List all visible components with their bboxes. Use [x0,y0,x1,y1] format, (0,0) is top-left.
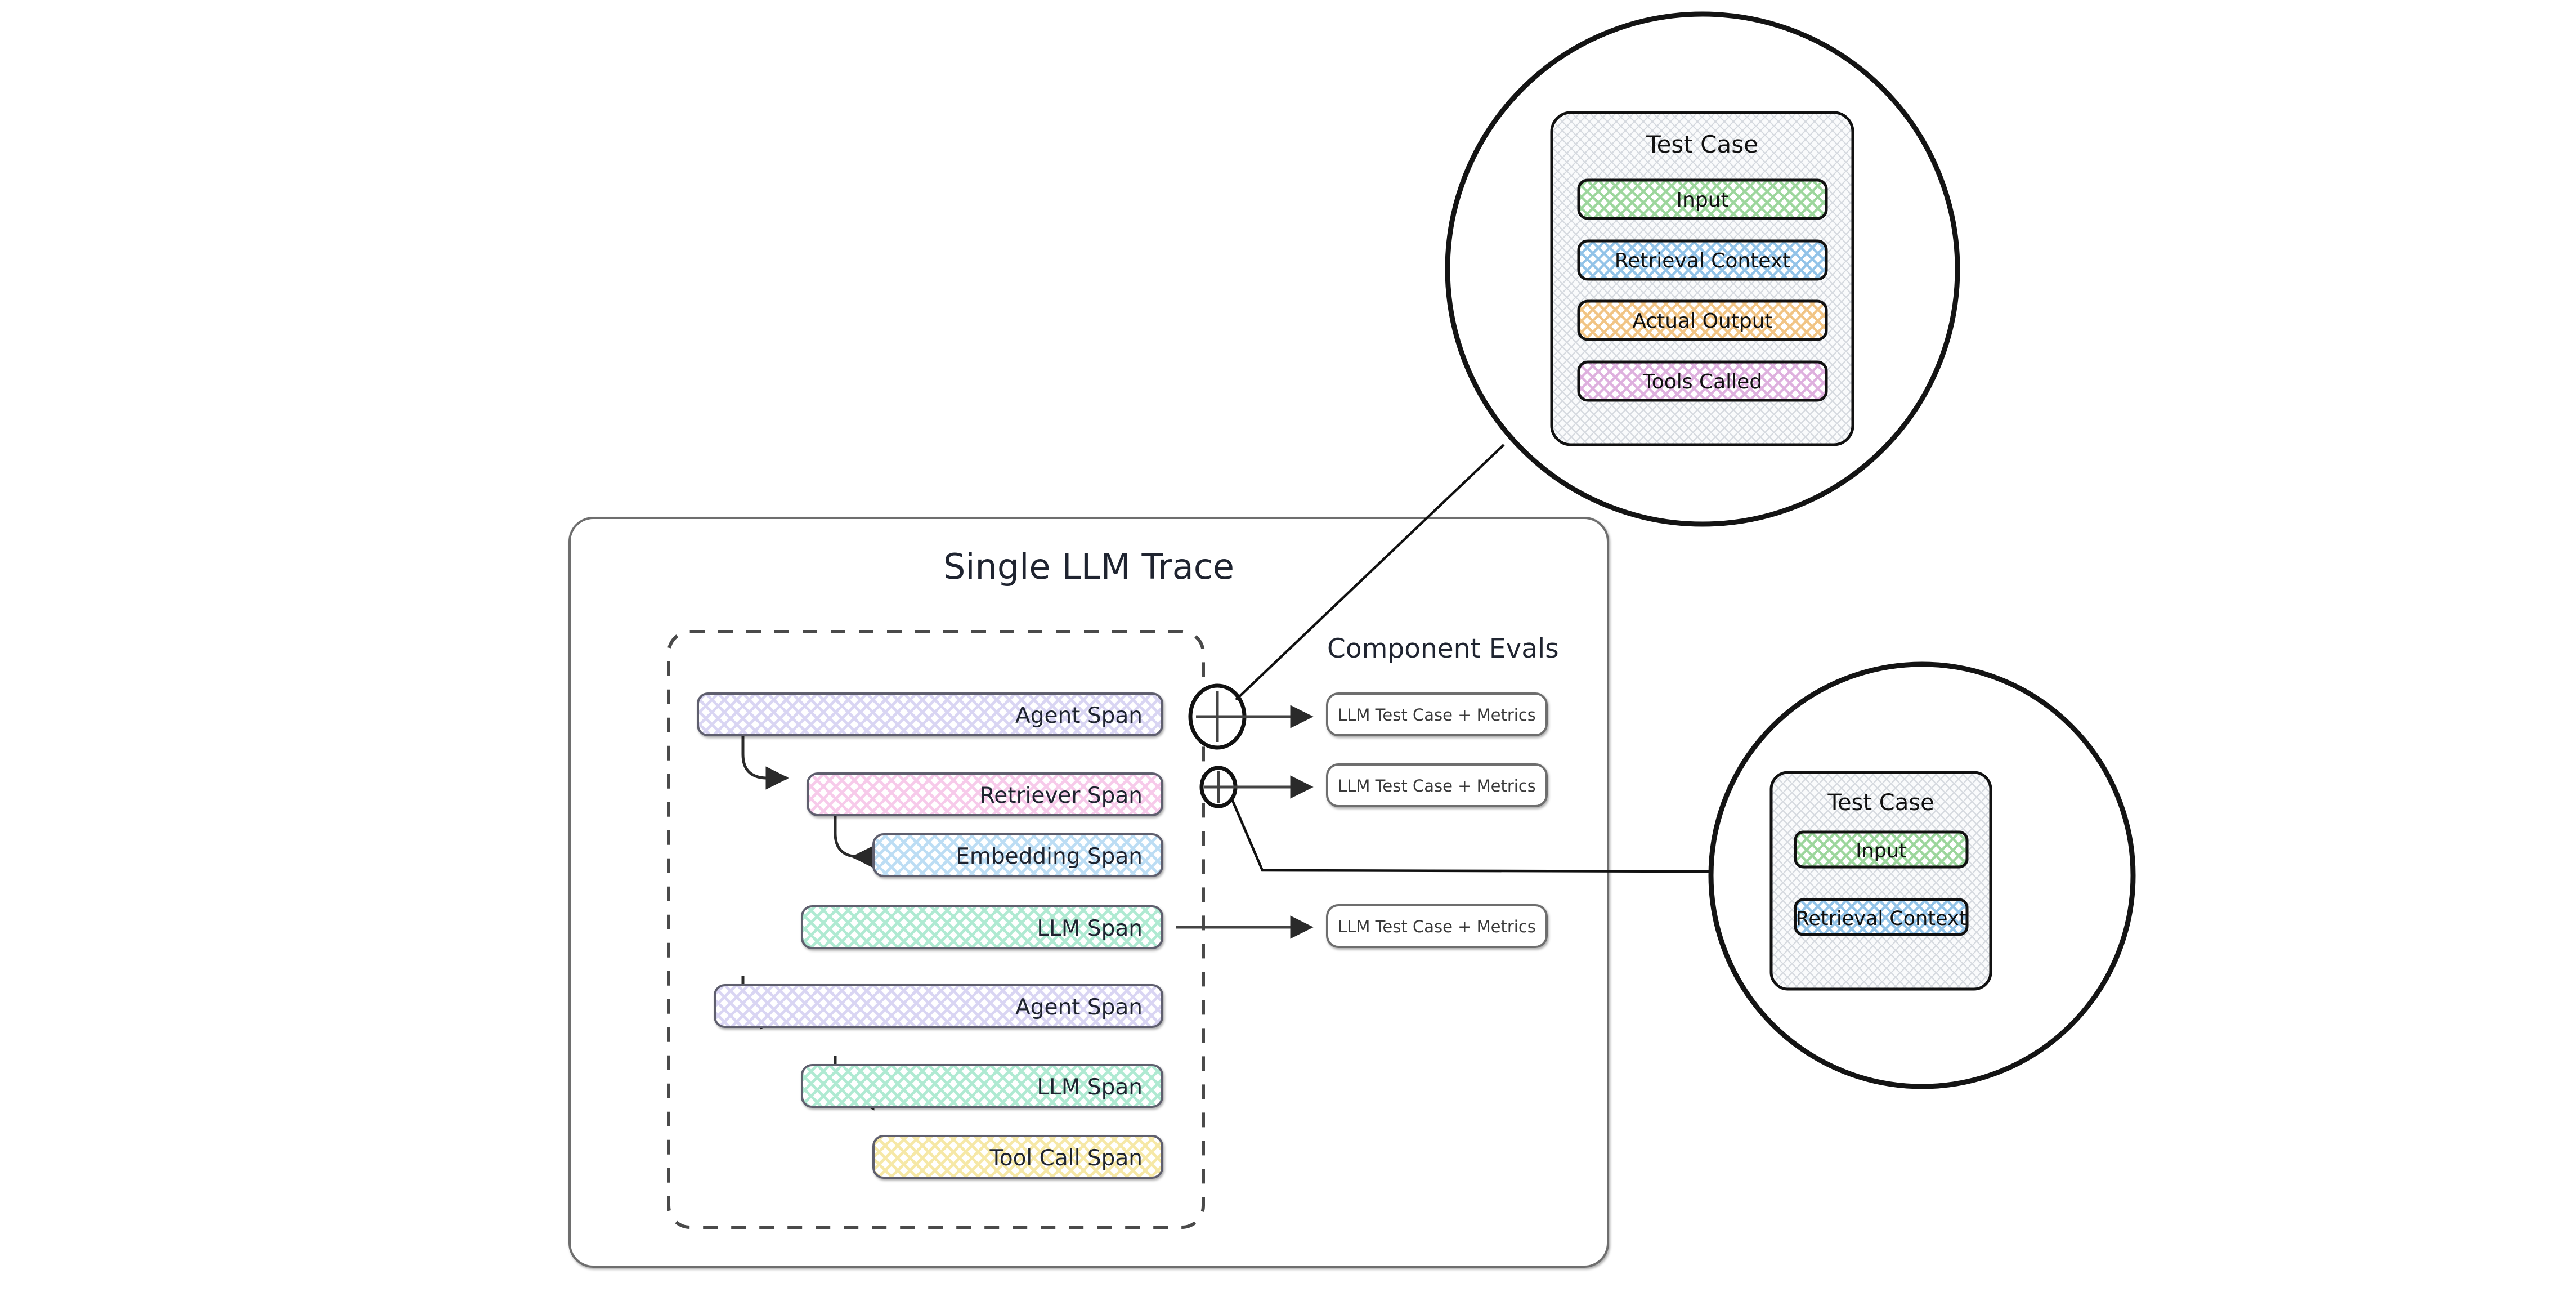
magnifier-bottom-field-input[interactable] [1794,830,1969,869]
span-bar-agent-1[interactable] [697,692,1163,736]
magnifier-top-field-retrieval-context[interactable] [1577,239,1828,281]
span-bar-embedding[interactable] [872,833,1163,877]
arrow-agent-to-retriever [741,735,789,790]
eval-box-1[interactable] [1326,692,1548,736]
magnifier-top-field-input[interactable] [1577,178,1828,220]
component-evals-title: Component Evals [1327,633,1559,664]
span-label-llm-1: LLM Span [1037,916,1143,941]
span-label-agent-1: Agent Span [1015,703,1143,728]
span-label-retriever: Retriever Span [979,783,1143,808]
magnifier-bottom-field-retrieval-context[interactable] [1794,898,1969,936]
eval-label-1: LLM Test Case + Metrics [1338,705,1536,725]
page-title: Single LLM Trace [943,546,1235,587]
span-label-tool-call: Tool Call Span [989,1146,1143,1171]
magnifier-leader-bottom [1230,799,1713,873]
span-label-llm-2: LLM Span [1037,1075,1143,1100]
magnifier-top-card-title: Test Case [1646,131,1758,158]
magnifier-top-label-retrieval-context: Retrieval Context [1614,249,1791,272]
eval-label-3: LLM Test Case + Metrics [1338,917,1536,936]
magnifier-top-field-actual-output[interactable] [1577,299,1828,341]
magnifier-bottom-label-retrieval-context: Retrieval Context [1795,907,1967,930]
magnifier-top-label-input: Input [1676,189,1729,212]
span-bar-agent-2[interactable] [714,984,1163,1028]
eval-box-2[interactable] [1326,763,1548,807]
span-bar-llm-2[interactable] [801,1064,1163,1108]
span-bar-retriever[interactable] [807,772,1163,816]
magnifier-leader-top [1235,444,1505,701]
span-label-embedding: Embedding Span [956,844,1143,869]
magnifier-bottom-card-title: Test Case [1827,790,1934,816]
magnifier-top-label-actual-output: Actual Output [1632,310,1773,333]
span-bar-llm-1[interactable] [801,905,1163,949]
span-group-dashed-box [667,630,1205,1229]
span-bar-tool-call[interactable] [872,1135,1163,1179]
magnifier-bottom-label-input: Input [1856,840,1907,862]
span-label-agent-2: Agent Span [1015,995,1143,1020]
magnifier-top-field-tools-called[interactable] [1577,360,1828,402]
arrow-retriever-to-embedding [834,815,875,869]
eval-box-3[interactable] [1326,904,1548,948]
magnifier-top-label-tools-called: Tools Called [1642,370,1763,394]
eval-label-2: LLM Test Case + Metrics [1338,776,1536,795]
